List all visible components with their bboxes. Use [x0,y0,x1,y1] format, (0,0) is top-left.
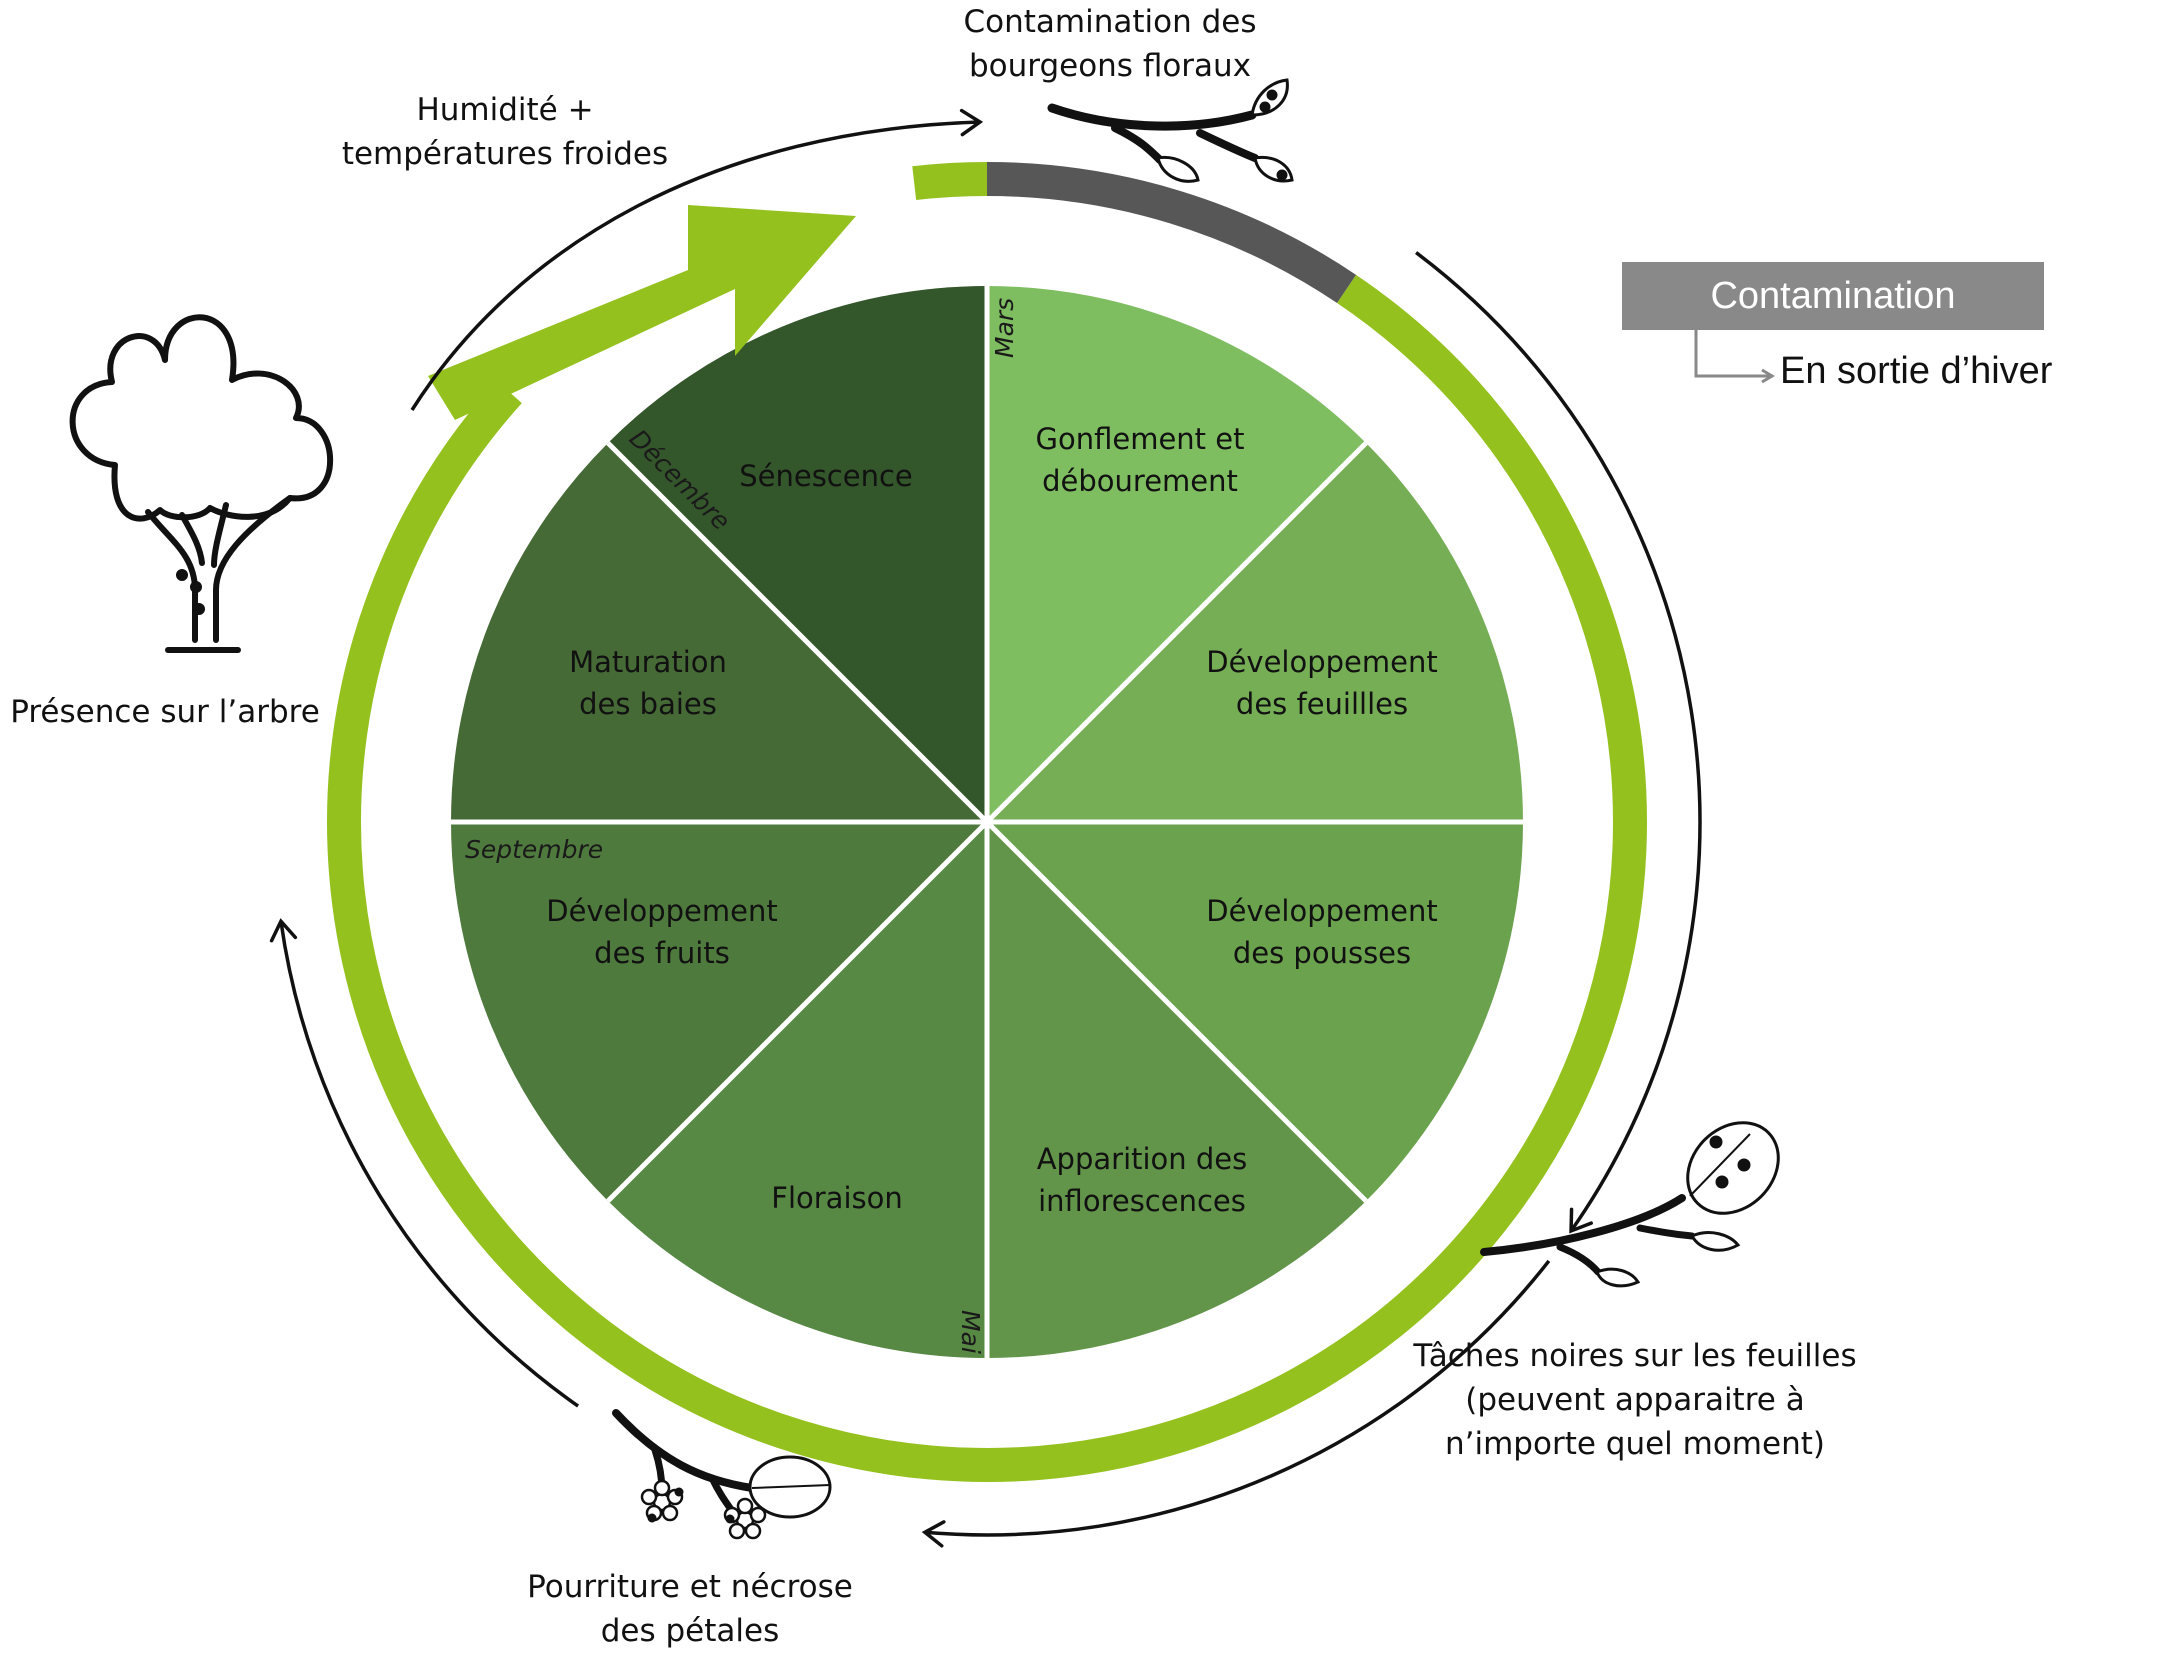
sector-label-8: Sénescence [739,459,913,493]
arrow-petals-to-tree [269,918,580,1408]
month-label-septembre: Septembre [465,835,603,864]
ring-green-start-segment [912,162,988,201]
legend-contamination-box: Contamination [1622,262,2044,330]
month-label-mars: Mars [990,298,1019,358]
sector-4 [987,822,1367,1358]
sector-divider [985,820,1368,1203]
seasonal-ring [327,162,1647,1482]
sector-5 [607,822,987,1358]
ring-arrowhead [428,205,856,420]
sector-3 [987,822,1523,1202]
label-black-spots-leaves: Tâches noires sur les feuilles (peuvent … [1413,1338,1857,1462]
sector-label-5: Floraison [771,1181,902,1215]
label-presence-tree: Présence sur l’arbre [10,694,320,730]
sector-8 [607,286,987,822]
sector-7 [451,442,987,822]
sector-1 [987,286,1367,822]
legend-connector-arrow [1694,330,1775,384]
tree-icon [69,314,334,653]
label-petal-rot: Pourriture et nécrose des pétales [527,1569,853,1649]
sector-dividers [451,286,1523,1358]
sector-divider [606,441,989,824]
branch-with-flowers-icon [612,1409,832,1540]
label-humidity-cold: Humidité + températures froides [341,92,669,172]
label-contamination-buds: Contamination des bourgeons floraux [963,4,1257,84]
branch-with-spotted-leaf-icon [1480,1121,1780,1288]
sector-divider [985,441,1368,824]
legend-winter-exit-label: En sortie d’hiver [1780,350,2053,392]
arrow-leaves-to-petals [921,1259,1551,1548]
branch-with-buds-icon [1047,78,1294,183]
sector-divider [606,820,989,1203]
arrow-humidity-to-buds [410,108,984,411]
cycle-arrows [269,108,1702,1548]
month-label-mai: Mai [956,1310,985,1354]
ring-green-segment [327,274,1647,1482]
sector-2 [987,442,1523,822]
phenology-wheel [451,286,1523,1358]
arrow-buds-to-leaves [1415,251,1702,1234]
sector-6 [451,822,987,1202]
ring-contamination-segment [986,162,1357,304]
